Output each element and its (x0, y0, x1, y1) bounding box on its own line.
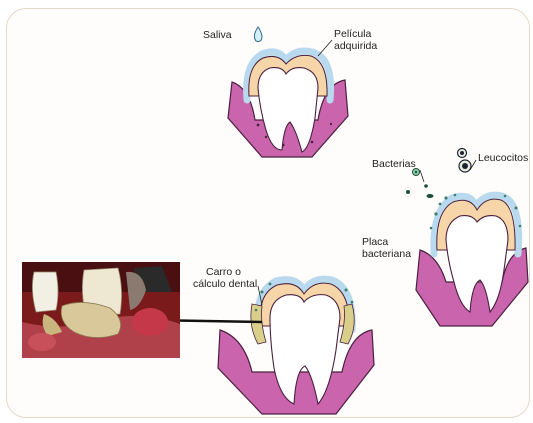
calculus-photo (22, 262, 180, 358)
label-placa-2: bacteriana (362, 248, 411, 260)
label-carro-2: cálculo dental (193, 278, 257, 290)
label-bacterias: Bacterias (372, 158, 416, 170)
leukocytes (458, 149, 472, 173)
tooth-stage-1 (228, 27, 348, 157)
label-saliva: Saliva (203, 29, 232, 41)
tooth-stage-2 (406, 149, 528, 327)
bacteria-cluster (406, 169, 434, 199)
saliva-drop (254, 27, 262, 41)
pellicle-leader (318, 40, 332, 56)
label-placa-1: Placa (362, 236, 388, 248)
label-leucocitos: Leucocitos (478, 152, 528, 164)
label-pelicula-1: Película (334, 28, 371, 40)
bacterias-leader (420, 170, 424, 182)
label-carro-1: Carro o (206, 266, 241, 278)
tooth-stage-3 (218, 279, 374, 414)
label-pelicula-2: adquirida (334, 40, 377, 52)
